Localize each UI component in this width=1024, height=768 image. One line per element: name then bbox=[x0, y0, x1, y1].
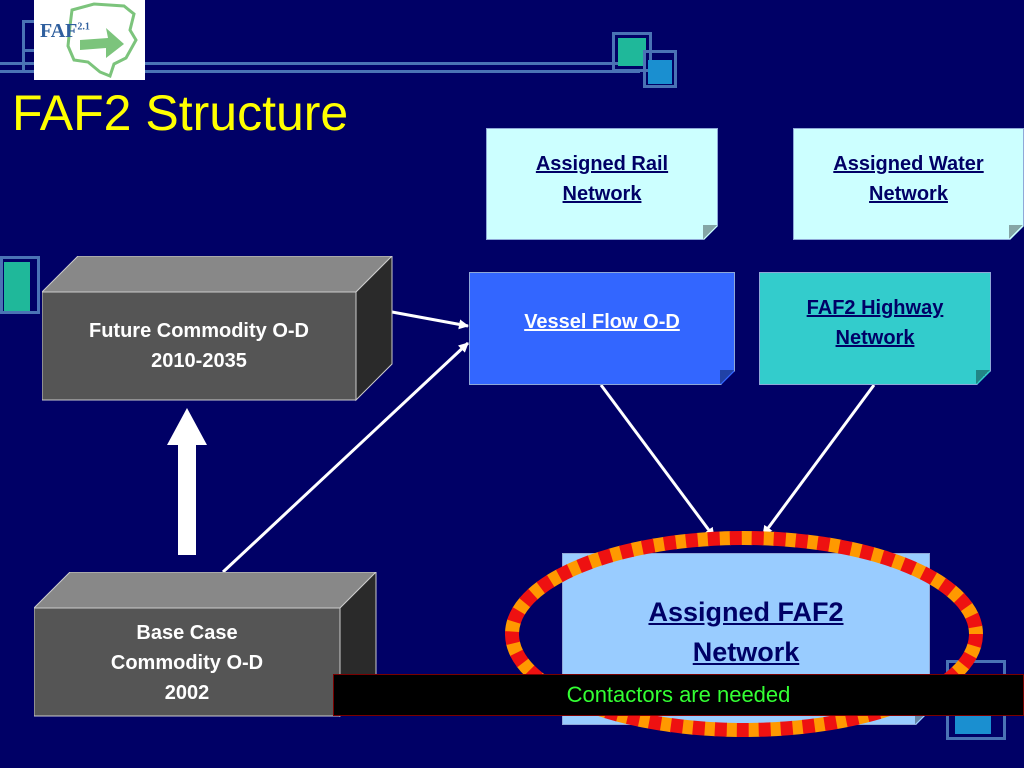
usa-map-icon bbox=[66, 2, 138, 78]
base-case-commodity-od-label: Base Case Commodity O-D 2002 bbox=[110, 622, 264, 704]
arrow-vessel-to-assigned bbox=[599, 384, 716, 538]
assigned-rail-network-note: Assigned Rail Network bbox=[486, 128, 718, 240]
arrow-highway-to-assigned bbox=[761, 384, 876, 536]
decor-line-top-2 bbox=[0, 70, 640, 73]
decor-line-top-1 bbox=[0, 62, 640, 65]
highlight-dashed-ellipse bbox=[505, 531, 983, 737]
vessel-flow-od-note: Vessel Flow O-D bbox=[469, 272, 735, 385]
arrow-base-to-vessel bbox=[221, 341, 470, 574]
arrow-base-to-future bbox=[167, 408, 207, 555]
contractors-needed-banner: Contactors are needed bbox=[333, 674, 1024, 716]
arrow-future-to-vessel bbox=[391, 310, 469, 330]
decor-square-outline-top-2 bbox=[643, 50, 677, 88]
decor-square-teal-left bbox=[4, 262, 30, 312]
decor-square-teal-top bbox=[618, 38, 646, 66]
decor-square-outline-left bbox=[0, 256, 40, 314]
future-commodity-od-cube bbox=[42, 256, 393, 402]
decor-square-blue-top bbox=[648, 60, 672, 84]
future-commodity-od-label: Future Commodity O-D 2010-2035 bbox=[89, 320, 309, 372]
faf2-highway-network-note: FAF2 Highway Network bbox=[759, 272, 991, 385]
faf-logo: FAF2.1 bbox=[34, 0, 145, 80]
assigned-water-network-note: Assigned Water Network bbox=[793, 128, 1024, 240]
assigned-faf2-line1: Assigned FAF2 bbox=[648, 597, 844, 627]
logo-text: FAF2.1 bbox=[40, 20, 90, 42]
page-title: FAF2 Structure bbox=[12, 85, 349, 141]
assigned-faf2-line2: Network bbox=[692, 637, 800, 667]
